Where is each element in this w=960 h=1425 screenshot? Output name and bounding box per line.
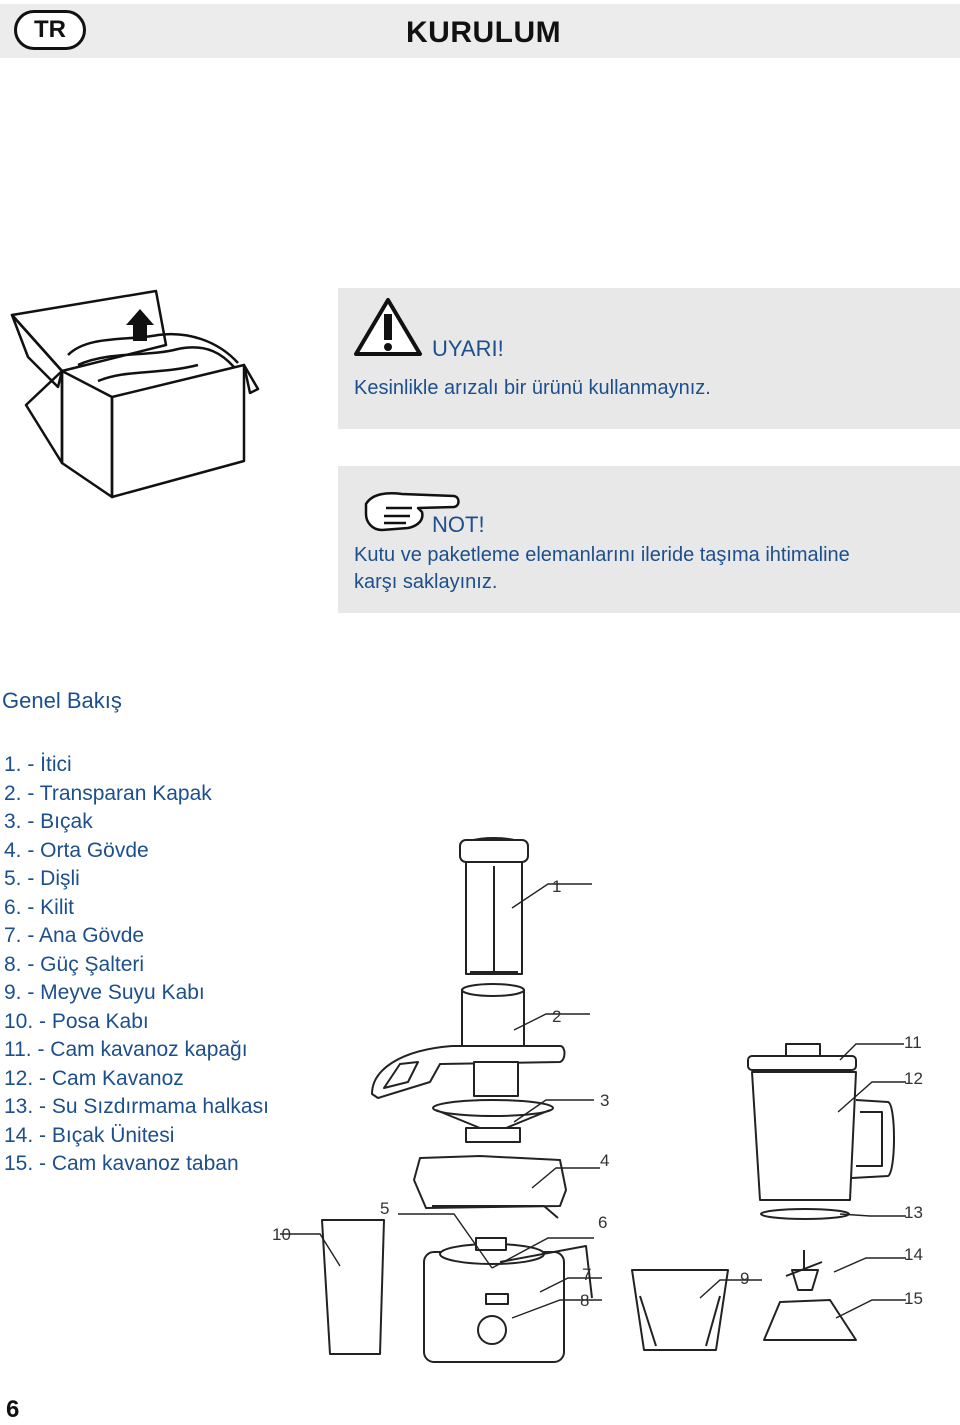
diagram-label-12: 12 — [904, 1069, 923, 1088]
pulp-container-part — [321, 1219, 385, 1355]
note-text-line2: karşı saklayınız. — [354, 571, 498, 593]
list-item: 4. - Orta Gövde — [4, 838, 149, 862]
diagram-label-13: 13 — [904, 1203, 923, 1222]
list-item: 7. - Ana Gövde — [4, 924, 145, 947]
diagram-label-15: 15 — [904, 1289, 923, 1308]
pointing-hand-icon — [364, 492, 460, 532]
list-item: 10. - Posa Kabı — [4, 1009, 149, 1033]
pusher-part — [459, 837, 529, 975]
note-heading: NOT! — [432, 512, 485, 537]
note-text-line1: Kutu ve paketleme elemanlarını ileride t… — [354, 544, 850, 566]
diagram-label-11: 11 — [904, 1033, 922, 1052]
diagram-label-6: 6 — [598, 1213, 607, 1232]
diagram-label-4: 4 — [600, 1151, 609, 1170]
list-item: 2. - Transparan Kapak — [4, 781, 212, 805]
glass-jar-lid-part — [747, 1043, 857, 1071]
exploded-parts-diagram: 1 2 3 4 5 6 7 8 9 10 11 12 13 14 15 — [272, 837, 923, 1363]
list-item: 6. - Kilit — [4, 895, 75, 919]
blade-unit-part — [785, 1250, 823, 1291]
header-bar — [0, 4, 960, 58]
diagram-label-7: 7 — [582, 1265, 591, 1284]
blade-part — [432, 1099, 554, 1143]
glass-jar-part — [751, 1071, 895, 1201]
list-item: 5. - Dişli — [4, 867, 80, 890]
middle-body-part — [413, 1155, 567, 1219]
list-item: 12. - Cam Kavanoz — [4, 1066, 184, 1090]
diagram-label-9: 9 — [740, 1269, 749, 1288]
list-item: 1. - İtici — [4, 753, 72, 776]
seal-ring-part — [760, 1208, 850, 1220]
warning-heading: UYARI! — [432, 336, 504, 361]
diagram-label-8: 8 — [580, 1291, 589, 1310]
list-item: 11. - Cam kavanoz kapağı — [4, 1038, 248, 1061]
warning-text: Kesinlikle arızalı bir ürünü kullanmaynı… — [354, 377, 711, 399]
main-body-part — [423, 1237, 593, 1363]
section-title: Genel Bakış — [2, 688, 122, 713]
diagram-label-10: 10 — [272, 1225, 291, 1244]
list-item: 13. - Su Sızdırmama halkası — [4, 1095, 269, 1118]
note-box: NOT! Kutu ve paketleme elemanlarını iler… — [338, 466, 960, 613]
list-item: 9. - Meyve Suyu Kabı — [4, 981, 205, 1004]
language-badge: TR — [14, 10, 86, 50]
list-item: 14. - Bıçak Ünitesi — [4, 1123, 175, 1147]
list-item: 3. - Bıçak — [4, 810, 93, 833]
open-box-illustration — [10, 289, 260, 499]
warning-box: UYARI! Kesinlikle arızalı bir ürünü kull… — [338, 288, 960, 429]
jar-base-part — [763, 1299, 857, 1341]
diagram-label-2: 2 — [552, 1007, 561, 1026]
page-number: 6 — [6, 1396, 20, 1423]
parts-list: 1. - İtici 2. - Transparan Kapak 3. - Bı… — [4, 751, 269, 1179]
diagram-label-5: 5 — [380, 1199, 389, 1218]
diagram-label-3: 3 — [600, 1091, 609, 1110]
warning-triangle-icon — [354, 298, 422, 356]
diagram-label-14: 14 — [904, 1245, 923, 1264]
juice-cup-part — [631, 1269, 729, 1351]
list-item: 8. - Güç Şalteri — [4, 952, 145, 976]
transparent-cover-part — [371, 983, 566, 1099]
page-title: KURULUM — [406, 16, 562, 49]
list-item: 15. - Cam kavanoz taban — [4, 1152, 239, 1175]
diagram-label-1: 1 — [552, 877, 561, 896]
